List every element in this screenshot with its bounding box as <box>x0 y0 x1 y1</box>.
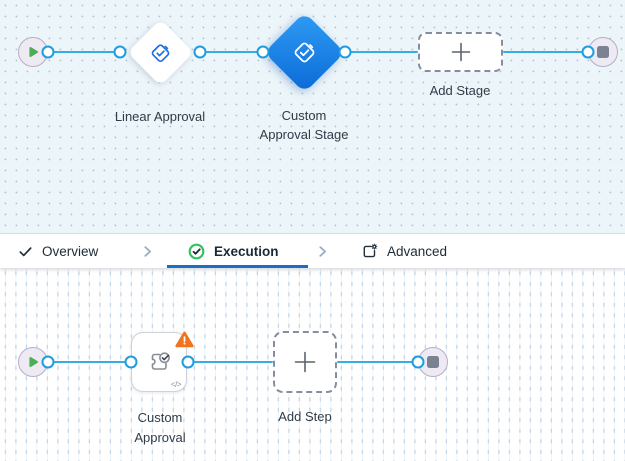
node-label: Linear Approval <box>114 109 206 124</box>
tab-label: Overview <box>42 244 99 259</box>
connector-port[interactable] <box>41 355 55 369</box>
edge <box>200 51 263 54</box>
connector-port[interactable] <box>256 45 270 59</box>
active-tab-underline <box>167 265 308 268</box>
edge <box>337 361 418 364</box>
edge <box>48 51 120 54</box>
connector-port[interactable] <box>113 45 127 59</box>
tab-label: Execution <box>214 244 279 259</box>
edge <box>503 51 588 54</box>
edge <box>345 51 418 54</box>
tab-label: Advanced <box>387 244 448 259</box>
edge <box>48 361 132 364</box>
stage-tab-bar: Overview Execution <box>0 233 625 268</box>
add-stage-button[interactable] <box>418 32 503 72</box>
node-label: Add Step <box>278 409 332 424</box>
tab-advanced[interactable]: Advanced <box>361 234 447 269</box>
add-step-button[interactable] <box>273 331 337 393</box>
settings-box-icon <box>363 243 378 258</box>
connector-port[interactable] <box>181 355 195 369</box>
play-icon <box>29 357 38 367</box>
connector-port[interactable] <box>41 45 55 59</box>
tab-overview[interactable]: Overview <box>18 234 98 269</box>
play-icon <box>29 47 38 57</box>
puzzle-check-icon <box>151 352 170 370</box>
node-custom-approval-stage[interactable] <box>263 11 345 93</box>
chevron-right-icon <box>316 245 329 258</box>
plus-icon <box>294 351 316 373</box>
connector-port[interactable] <box>124 355 138 369</box>
warning-icon <box>175 331 194 348</box>
connector-port[interactable] <box>338 45 352 59</box>
step-canvas[interactable]: </> Custom Approval Add Step <box>0 268 625 461</box>
stage-canvas[interactable]: Linear Approval Custom Approval Stage Ad… <box>0 0 625 233</box>
node-label: Custom Approval <box>134 410 186 445</box>
tab-execution[interactable]: Execution <box>188 234 279 269</box>
node-label: Add Stage <box>429 83 491 98</box>
connector-port[interactable] <box>411 355 425 369</box>
approval-stage-icon <box>148 40 172 64</box>
chevron-right-icon <box>141 245 154 258</box>
connector-port[interactable] <box>581 45 595 59</box>
code-icon: </> <box>170 380 182 389</box>
stop-icon <box>597 46 609 58</box>
node-linear-approval[interactable] <box>126 18 194 86</box>
approval-stage-icon <box>291 39 318 66</box>
plus-icon <box>451 42 470 62</box>
stop-icon <box>427 356 439 368</box>
edge <box>186 361 273 364</box>
check-circle-icon <box>188 243 205 260</box>
connector-port[interactable] <box>193 45 207 59</box>
node-label: Custom Approval Stage <box>259 108 349 142</box>
check-icon <box>19 247 32 257</box>
